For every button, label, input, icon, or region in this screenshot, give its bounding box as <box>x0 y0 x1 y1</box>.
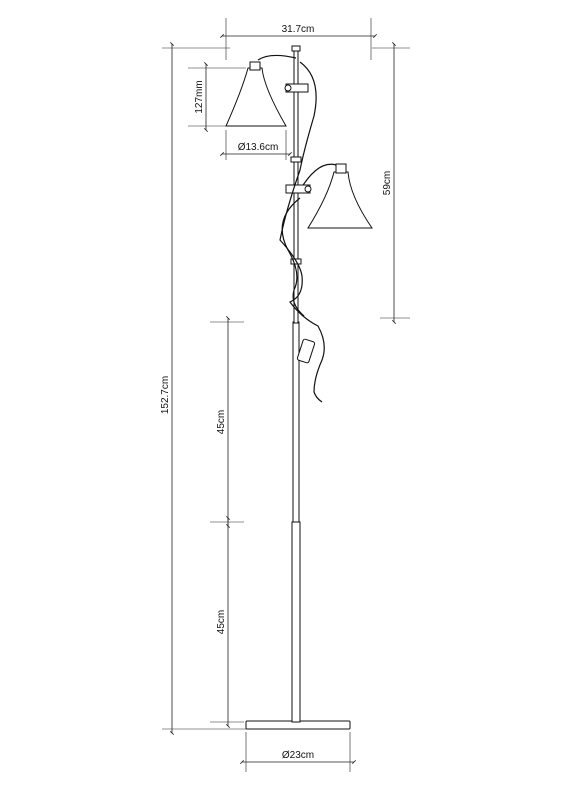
lower-socket <box>335 163 347 174</box>
dimension-lower-head-offset: 59cm <box>372 42 410 324</box>
upper-arm <box>257 54 297 61</box>
inline-switch <box>296 338 316 364</box>
lower-pole <box>291 521 301 723</box>
dimension-shade-height: 127mm <box>188 62 246 132</box>
upper-shade <box>225 67 287 127</box>
dimension-upper-pole: 45cm <box>210 316 244 528</box>
upper-lamp-head <box>225 54 309 127</box>
dimension-shade-diameter: Ø13.6cm <box>220 130 292 160</box>
power-cable-return <box>281 197 305 317</box>
lamp <box>225 45 373 730</box>
label-upper-pole: 45cm <box>216 410 227 434</box>
dimension-total-height: 152.7cm <box>160 42 248 735</box>
label-head-width: 31.7cm <box>282 24 315 35</box>
stem-cap <box>291 45 301 52</box>
upper-pole <box>292 321 300 523</box>
upper-socket <box>249 61 261 71</box>
label-base-diameter: Ø23cm <box>282 750 314 761</box>
label-lower-head-offset: 59cm <box>382 171 393 195</box>
power-cable <box>279 61 325 403</box>
label-total-height: 152.7cm <box>160 376 171 414</box>
upper-knob <box>284 84 292 92</box>
lower-knob <box>304 185 312 193</box>
dimension-base-diameter: Ø23cm <box>240 732 356 772</box>
dimension-head-width: 31.7cm <box>220 18 377 60</box>
stem-ring-upper <box>290 156 302 163</box>
label-shade-diameter: Ø13.6cm <box>238 142 279 153</box>
label-shade-height: 127mm <box>194 80 205 113</box>
lower-shade <box>307 171 373 229</box>
dimension-lower-pole: 45cm <box>210 516 244 728</box>
lower-lamp-head <box>285 163 373 229</box>
label-lower-pole: 45cm <box>216 610 227 634</box>
